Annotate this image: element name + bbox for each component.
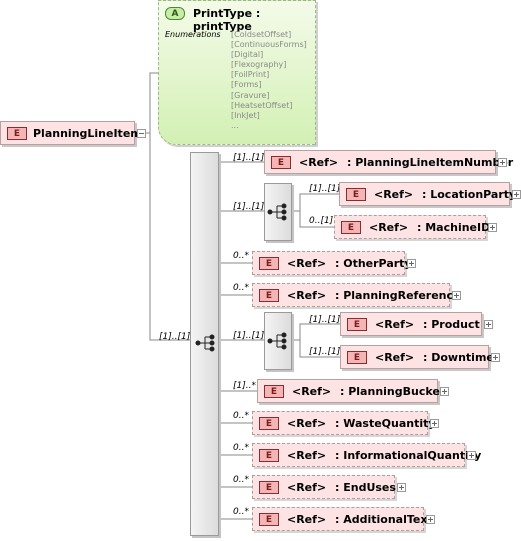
element-locationparty[interactable]: E <Ref> : LocationParty xyxy=(339,182,516,206)
sequence-icon xyxy=(267,332,287,350)
expand-toggle[interactable] xyxy=(426,515,435,524)
element-wastequantity[interactable]: E <Ref> : WasteQuantity xyxy=(252,411,436,435)
cardinality-label: 0..* xyxy=(233,411,249,421)
element-planningreference[interactable]: E <Ref> : PlanningReference xyxy=(252,283,461,307)
enum-item: [ContinuousForms] xyxy=(231,40,307,50)
element-product[interactable]: E <Ref> : Product xyxy=(340,312,482,336)
element-name: : EndUses xyxy=(335,481,396,494)
element-downtime[interactable]: E <Ref> : Downtime xyxy=(340,345,494,369)
enum-item: [Flexography] xyxy=(231,60,287,70)
element-enduses[interactable]: E <Ref> : EndUses xyxy=(252,475,396,499)
enum-item: [FoilPrint] xyxy=(231,70,270,80)
element-additionaltext[interactable]: E <Ref> : AdditionalText xyxy=(252,507,433,531)
ref-label: <Ref> xyxy=(287,449,327,462)
cardinality-label: [1]..[1] xyxy=(309,347,341,357)
element-badge: E xyxy=(259,417,279,430)
element-badge: E xyxy=(259,449,279,462)
element-badge: E xyxy=(271,156,291,169)
cardinality-label: 0..* xyxy=(233,443,249,453)
cardinality-label: [1]..* xyxy=(233,381,256,391)
element-machineid[interactable]: E <Ref> : MachineID xyxy=(334,215,490,239)
element-badge: E xyxy=(346,188,366,201)
expand-toggle[interactable] xyxy=(467,451,476,460)
ref-label: <Ref> xyxy=(287,513,327,526)
sequence-icon xyxy=(267,203,287,221)
ref-label: <Ref> xyxy=(287,289,327,302)
attribute-printtype-box[interactable]: A PrintType : printType Enumerations [Co… xyxy=(158,0,316,145)
cardinality-label: 0..* xyxy=(233,475,249,485)
enum-item: ... xyxy=(231,120,239,130)
element-badge: E xyxy=(347,351,367,364)
expand-toggle[interactable] xyxy=(484,320,493,329)
element-name: : PlanningBucket xyxy=(340,385,446,398)
expand-toggle[interactable] xyxy=(452,291,461,300)
cardinality-label: 0..* xyxy=(233,283,249,293)
element-name: : OtherParty xyxy=(335,257,412,270)
expand-toggle[interactable] xyxy=(512,190,521,199)
element-badge: E xyxy=(259,257,279,270)
ref-label: <Ref> xyxy=(287,481,327,494)
element-name: : WasteQuantity xyxy=(335,417,436,430)
attribute-badge: A xyxy=(165,7,185,20)
cardinality-label: [1]..[1] xyxy=(309,315,341,325)
enum-item: [ColdsetOffset] xyxy=(231,30,292,39)
sequence-cardinality: [1]..[1] xyxy=(159,332,191,342)
element-badge: E xyxy=(264,385,284,398)
ref-label: <Ref> xyxy=(375,351,415,364)
attribute-label: PrintType : printType xyxy=(193,7,261,33)
cardinality-label: 0..* xyxy=(233,507,249,517)
ref-label: <Ref> xyxy=(287,257,327,270)
element-planningbucket[interactable]: E <Ref> : PlanningBucket xyxy=(257,379,445,403)
element-name: : AdditionalText xyxy=(335,513,433,526)
root-element-planninglineitem[interactable]: E PlanningLineItem xyxy=(0,121,142,145)
cardinality-label: [1]..[1] xyxy=(309,184,341,194)
element-name: : MachineID xyxy=(417,221,491,234)
cardinality-label: [1]..[1] xyxy=(233,153,265,163)
enumeration-list: [ColdsetOffset] [ContinuousForms] [Digit… xyxy=(231,30,307,131)
enum-item: [Digital] xyxy=(231,50,264,60)
element-badge: E xyxy=(259,513,279,526)
cardinality-label: 0..* xyxy=(233,251,249,261)
element-badge: E xyxy=(259,481,279,494)
element-name: : PlanningReference xyxy=(335,289,461,302)
element-name: : LocationParty xyxy=(422,188,517,201)
element-name: : InformationalQuantity xyxy=(335,449,482,462)
expand-toggle[interactable] xyxy=(440,387,449,396)
enum-item: [Forms] xyxy=(231,80,262,90)
sequence-icon xyxy=(195,334,215,352)
element-name: : PlanningLineItemNumber xyxy=(347,156,514,169)
cardinality-label: [1]..[1] xyxy=(233,202,265,212)
ref-label: <Ref> xyxy=(374,188,414,201)
expand-toggle[interactable] xyxy=(488,223,497,232)
expand-toggle[interactable] xyxy=(491,353,500,362)
element-badge: E xyxy=(341,221,361,234)
element-name: PlanningLineItem xyxy=(33,127,142,140)
expand-toggle[interactable] xyxy=(430,419,439,428)
enum-item: [InkJet] xyxy=(231,110,260,120)
ref-label: <Ref> xyxy=(292,385,332,398)
cardinality-label: [1]..[1] xyxy=(233,331,265,341)
ref-label: <Ref> xyxy=(287,417,327,430)
cardinality-label: 0..[1] xyxy=(309,216,334,226)
expand-toggle[interactable] xyxy=(407,259,416,268)
element-badge: E xyxy=(259,289,279,302)
element-badge: E xyxy=(347,318,367,331)
collapse-toggle[interactable] xyxy=(137,129,146,138)
enum-item: [Gravure] xyxy=(231,90,270,100)
ref-label: <Ref> xyxy=(299,156,339,169)
element-badge: E xyxy=(7,127,27,140)
element-otherparty[interactable]: E <Ref> : OtherParty xyxy=(252,251,412,275)
element-name: : Product xyxy=(423,318,480,331)
expand-toggle[interactable] xyxy=(397,483,406,492)
enumerations-label: Enumerations xyxy=(165,30,221,39)
element-informationalquantity[interactable]: E <Ref> : InformationalQuantity xyxy=(252,443,481,467)
ref-label: <Ref> xyxy=(369,221,409,234)
ref-label: <Ref> xyxy=(375,318,415,331)
element-planninglineitemnumber[interactable]: E <Ref> : PlanningLineItemNumber xyxy=(264,150,513,174)
element-name: : Downtime xyxy=(423,351,494,364)
enum-item: [HeatsetOffset] xyxy=(231,100,293,110)
expand-toggle[interactable] xyxy=(498,158,507,167)
